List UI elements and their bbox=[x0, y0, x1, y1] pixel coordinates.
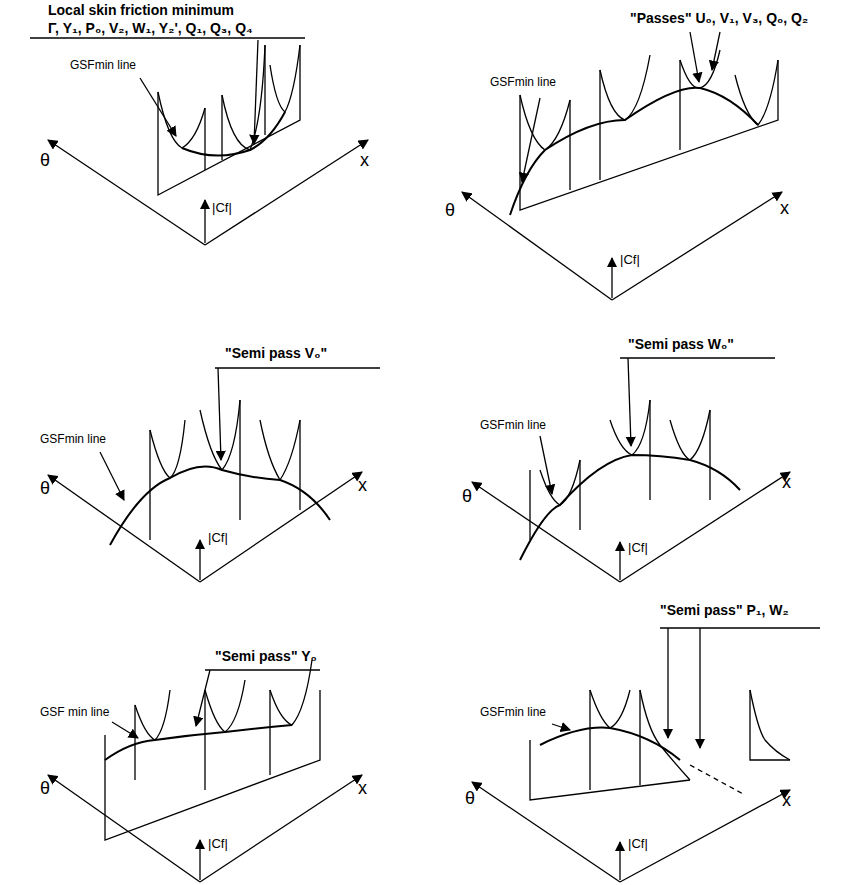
panel-heading: "Passes" U₀, V₁, V₃, Q₀, Q₂ bbox=[630, 10, 808, 27]
curve-label: GSFmin line bbox=[70, 58, 136, 72]
curve-label: GSFmin line bbox=[480, 418, 546, 432]
panel-semi-pass-p1-w2 bbox=[472, 628, 820, 882]
axis-label: θ bbox=[40, 150, 50, 172]
curve-label: GSFmin line bbox=[40, 432, 106, 446]
axis-label: |Cf| bbox=[628, 540, 648, 556]
panel-heading: Local skin friction minimum bbox=[48, 2, 234, 19]
panel-semi-pass-v0 bbox=[48, 368, 380, 582]
axis-label: |Cf| bbox=[208, 530, 228, 546]
axis-label: |Cf| bbox=[208, 836, 228, 852]
curve-label: GSFmin line bbox=[480, 705, 546, 719]
axis-label: θ bbox=[445, 200, 455, 222]
axis-label: |Cf| bbox=[212, 200, 232, 216]
curve-label: GSF min line bbox=[40, 705, 109, 719]
panel-semi-pass-y0 bbox=[48, 660, 362, 882]
axis-label: x bbox=[358, 475, 367, 497]
axis-label: θ bbox=[40, 478, 50, 500]
axis-label: x bbox=[782, 790, 791, 812]
panel-heading: "Semi pass" Y₀ bbox=[215, 648, 317, 665]
axis-label: |Cf| bbox=[628, 836, 648, 852]
panel-semi-pass-w0 bbox=[472, 358, 790, 582]
axis-label: x bbox=[782, 472, 791, 494]
axis-label: x bbox=[360, 150, 369, 172]
panel-passes bbox=[462, 32, 782, 300]
curve-label: GSFmin line bbox=[490, 75, 556, 89]
axis-label: θ bbox=[465, 788, 475, 810]
axis-label: θ bbox=[462, 486, 472, 508]
panel-minimum bbox=[30, 38, 368, 245]
axis-label: x bbox=[780, 198, 789, 220]
panel-heading: "Semi pass" P₁, W₂ bbox=[660, 602, 789, 619]
axis-label: x bbox=[358, 778, 367, 800]
axis-label: |Cf| bbox=[620, 252, 640, 268]
panel-heading: "Semi pass W₀" bbox=[628, 336, 734, 353]
panel-heading: Γ, Y₁, P₀, V₂, W₁, Y₂', Q₁, Q₃, Q₄ bbox=[48, 20, 253, 37]
panel-heading: "Semi pass V₀" bbox=[225, 345, 327, 362]
axis-label: θ bbox=[40, 778, 50, 800]
